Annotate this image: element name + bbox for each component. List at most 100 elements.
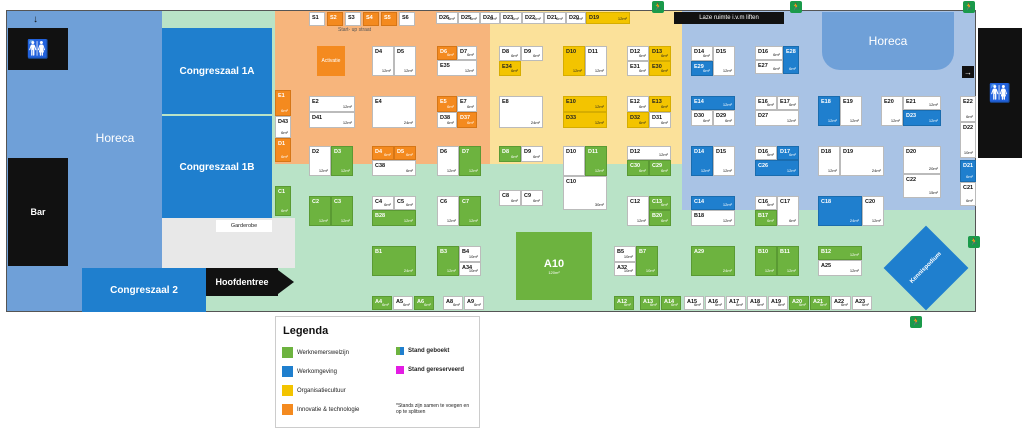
stand[interactable]: S3 [345, 12, 361, 26]
hoofdentree[interactable]: Hoofdentree [206, 268, 278, 296]
stand[interactable]: S5 [381, 12, 397, 26]
stand[interactable]: S1 [309, 12, 325, 26]
stand[interactable]: S4 [363, 12, 379, 26]
stand[interactable]: D10 [563, 146, 585, 176]
